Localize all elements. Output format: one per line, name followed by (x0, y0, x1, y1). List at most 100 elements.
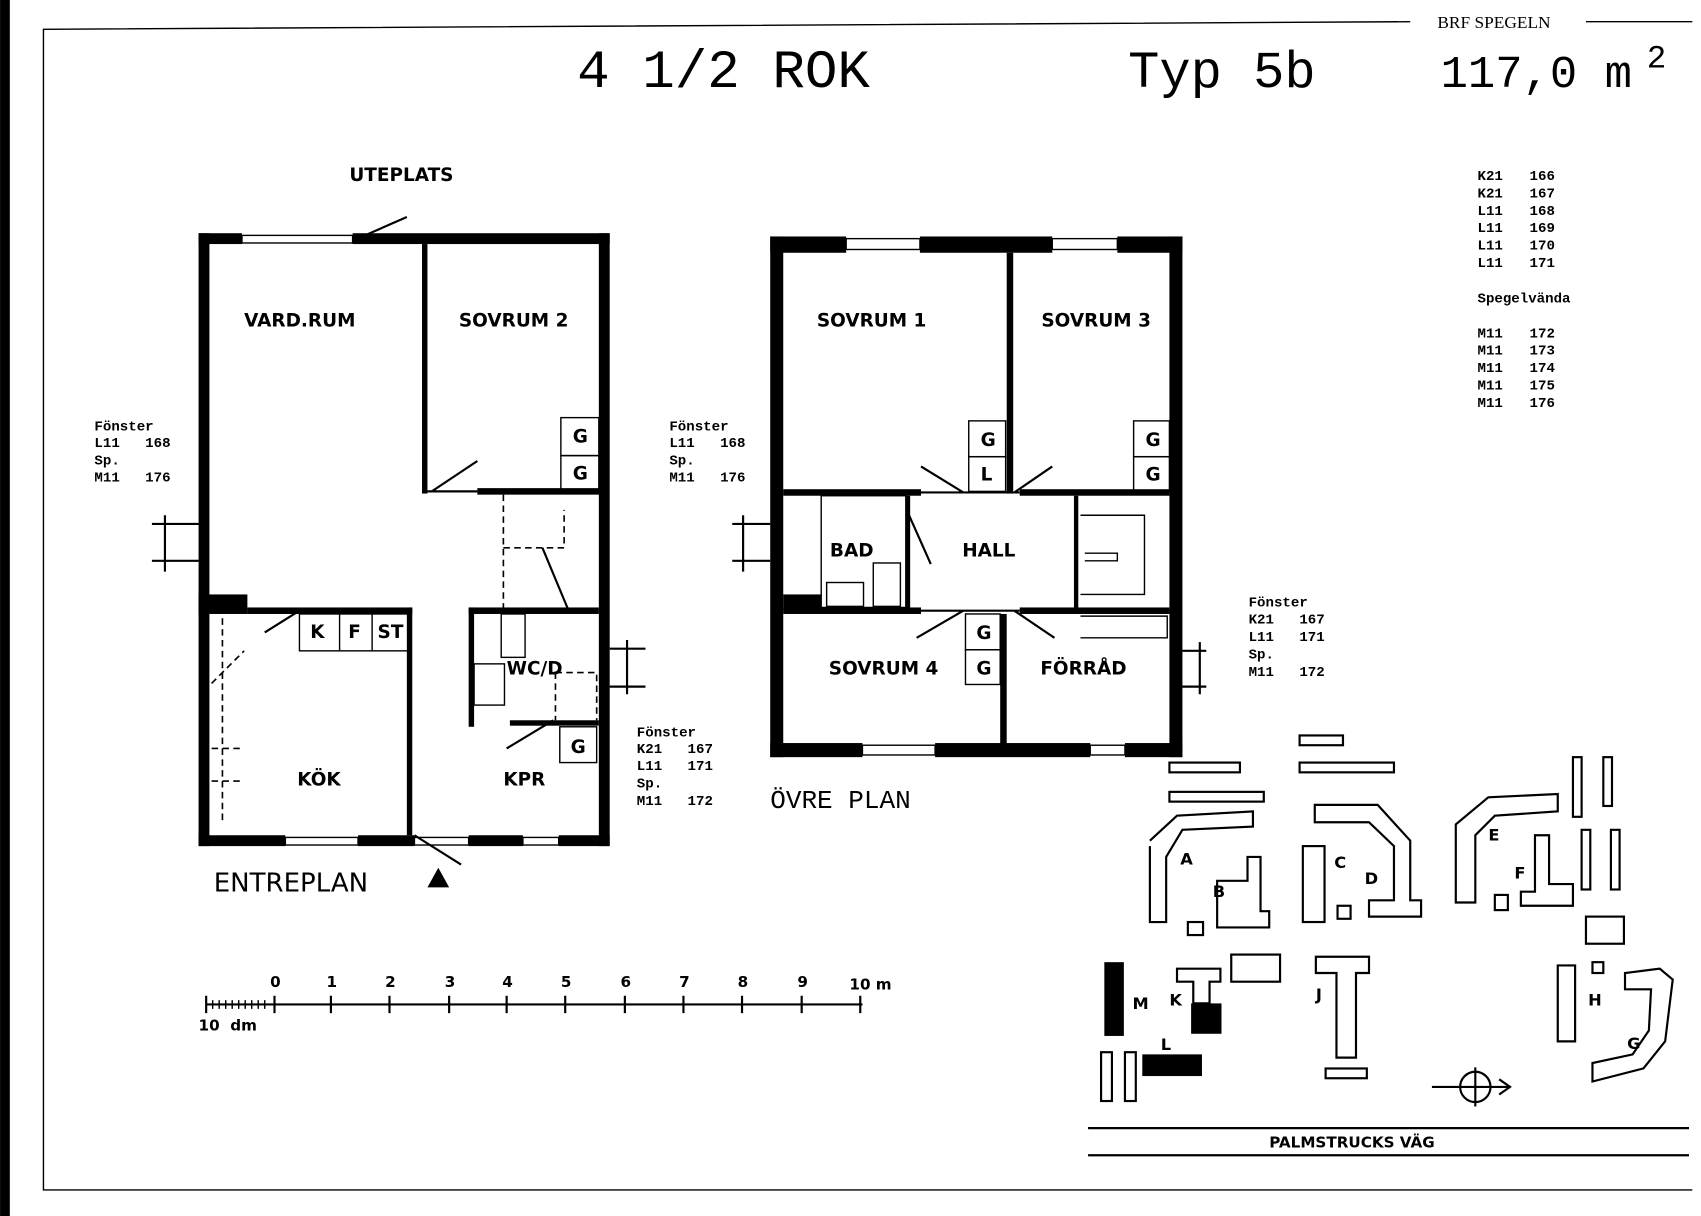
note-line: K21 167 (637, 742, 713, 758)
note-line: K21 167 (1249, 613, 1325, 629)
note-line: Sp. (637, 777, 662, 793)
building-label: E (1488, 826, 1499, 845)
list-num: 169 (1530, 221, 1555, 237)
mirror-label: Spegelvända (1477, 292, 1571, 308)
window-note-entreplan-left: Fönster L11 168 Sp. M11 176 (94, 420, 170, 487)
closet-g: G (976, 659, 991, 680)
room-label-sovrum-4: SOVRUM 4 (829, 659, 939, 680)
room-label-sovrum-2: SOVRUM 2 (459, 311, 569, 332)
list-num: 172 (1530, 326, 1555, 342)
list-num: 173 (1530, 344, 1555, 360)
note-line: L11 168 (669, 436, 745, 452)
apartment-area: 117,0 m (1441, 49, 1632, 101)
list-num: 170 (1530, 238, 1555, 254)
list-num: 166 (1530, 169, 1555, 185)
site-plan: A B C D E F G H J K L M PALMSTRUCKS VÄG (1088, 734, 1690, 1157)
list-num: 171 (1530, 256, 1555, 272)
list-code: L11 (1477, 256, 1502, 272)
list-code: M11 (1477, 378, 1502, 394)
area-superscript: 2 (1647, 40, 1667, 77)
room-label-uteplats: UTEPLATS (349, 165, 453, 186)
building-label: M (1133, 994, 1149, 1013)
room-label-bad: BAD (830, 540, 874, 561)
list-num: 167 (1530, 186, 1555, 202)
list-num: 168 (1530, 204, 1555, 220)
closet-g: G (573, 427, 588, 448)
plan-title-entreplan: ENTREPLAN (214, 869, 368, 899)
list-code: K21 (1477, 169, 1502, 185)
note-line: L11 168 (94, 436, 170, 452)
scale-tick-label: 0 (270, 973, 281, 991)
appliance-fridge: F (348, 622, 361, 643)
sheet-border (42, 20, 1693, 1191)
building-label: C (1334, 853, 1346, 872)
window-note-entreplan-right: Fönster K21 167 L11 171 Sp. M11 172 (637, 726, 713, 810)
room-label-sovrum-1: SOVRUM 1 (817, 311, 927, 332)
closet-g: G (573, 463, 588, 484)
ovre-plan (732, 236, 1207, 758)
note-line: M11 172 (637, 794, 713, 810)
list-num: 174 (1530, 361, 1556, 377)
list-code: M11 (1477, 396, 1502, 412)
room-label-forrad: FÖRRÅD (1040, 658, 1126, 680)
building-label: H (1588, 991, 1602, 1010)
scale-tick-label: 2 (385, 973, 396, 991)
closet-g: G (976, 623, 991, 644)
building-label: G (1627, 1034, 1640, 1053)
scale-tick-label: 8 (738, 973, 749, 991)
scale-tick-label: 4 (502, 973, 513, 991)
closet-l: L (981, 465, 993, 486)
list-code: M11 (1477, 344, 1502, 360)
scale-tick-label: 10 m (849, 975, 891, 993)
building-label: B (1213, 882, 1225, 901)
note-line: Sp. (1249, 647, 1274, 663)
association-name: BRF SPEGELN (1437, 13, 1551, 32)
appliance-stove: K (310, 622, 325, 643)
room-label-kok: KÖK (297, 768, 341, 790)
building-label: J (1315, 985, 1322, 1004)
scale-tick-label: 5 (561, 973, 572, 991)
scan-edge (0, 0, 10, 1216)
building-label: K (1169, 991, 1183, 1010)
room-label-sovrum-3: SOVRUM 3 (1041, 311, 1151, 332)
room-label-vardrum: VARD.RUM (244, 311, 355, 332)
entreplan-plan (151, 215, 646, 888)
list-code: K21 (1477, 186, 1502, 202)
note-line: Sp. (94, 453, 119, 469)
list-num: 175 (1530, 378, 1555, 394)
note-line: M11 172 (1249, 665, 1325, 681)
note-title: Fönster (1249, 595, 1308, 611)
apartment-type: 4 1/2 ROK (577, 43, 870, 104)
scale-tick-label: 3 (445, 973, 456, 991)
building-label: A (1180, 850, 1193, 869)
note-title: Fönster (669, 420, 728, 436)
note-line: L11 171 (637, 759, 713, 775)
scale-sub-label: 10 dm (199, 1017, 257, 1035)
closet-g: G (1146, 465, 1161, 486)
appliance-st: ST (378, 622, 404, 643)
list-code: L11 (1477, 204, 1502, 220)
type-code: Typ 5b (1128, 44, 1315, 103)
ovre-plan-labels: SOVRUM 1 SOVRUM 3 BAD HALL SOVRUM 4 FÖRR… (770, 311, 1160, 817)
closet-g: G (571, 737, 586, 758)
list-code: L11 (1477, 238, 1502, 254)
note-line: L11 171 (1249, 630, 1325, 646)
building-label: L (1161, 1035, 1171, 1054)
scale-tick-label: 9 (797, 973, 808, 991)
scale-tick-label: 6 (621, 973, 632, 991)
room-label-kpr: KPR (503, 769, 545, 790)
room-label-hall: HALL (962, 540, 1015, 561)
scale-tick-label: 1 (327, 973, 338, 991)
closet-g: G (981, 430, 996, 451)
scale-tick-label: 7 (679, 973, 690, 991)
scale-bar: 0 1 2 3 4 5 6 7 8 9 10 m 10 dm (199, 973, 892, 1034)
note-line: M11 176 (669, 471, 745, 487)
closet-g: G (1146, 430, 1161, 451)
list-code: M11 (1477, 326, 1502, 342)
note-title: Fönster (637, 726, 696, 742)
room-label-wc: WC/D (507, 659, 563, 680)
note-line: Sp. (669, 453, 694, 469)
window-note-ovre-right: Fönster K21 167 L11 171 Sp. M11 172 (1249, 595, 1325, 680)
